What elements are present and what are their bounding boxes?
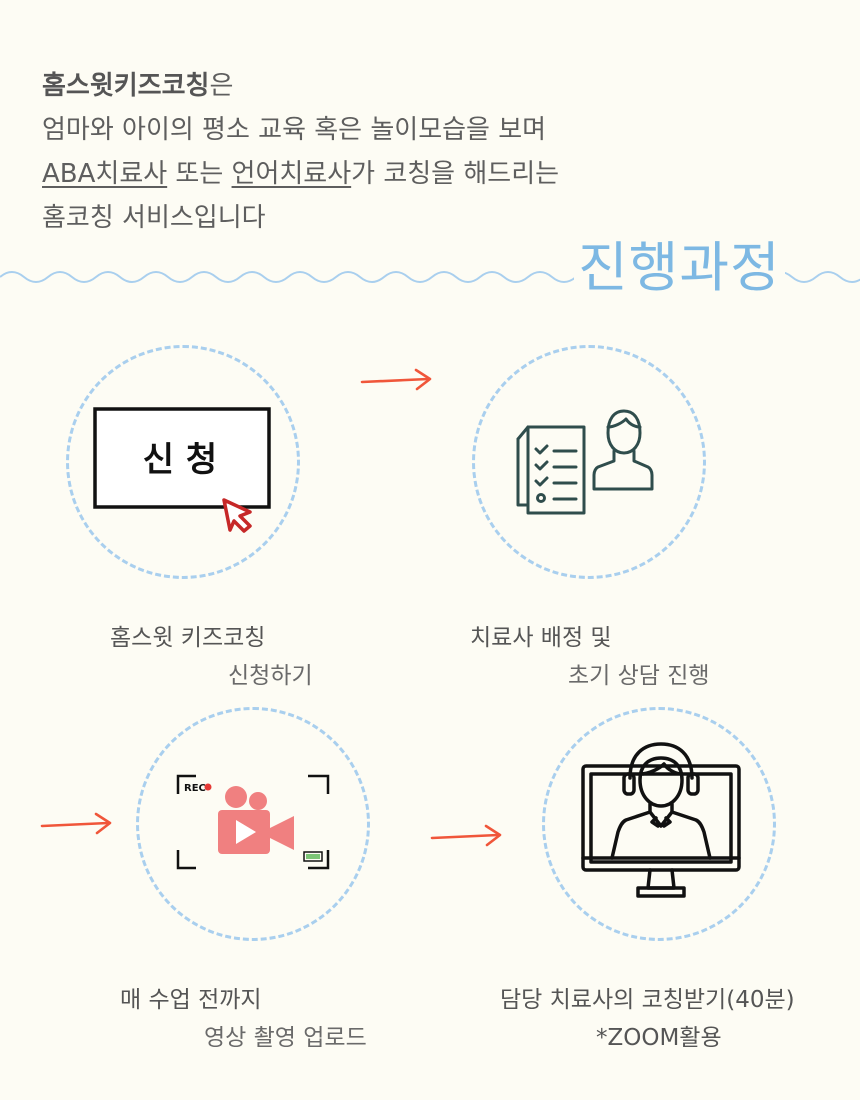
step-3-circle (136, 707, 370, 941)
checklist-therapist-icon (516, 409, 654, 515)
step-4-circle (542, 707, 776, 941)
intro-text: 홈스윗키즈코칭은 엄마와 아이의 평소 교육 혹은 놀이모습을 보며 ABA치료… (42, 64, 559, 240)
intro-line-3-rest: 가 코칭을 해드리는 (351, 159, 560, 189)
apply-window-cursor-icon: 신 청 (93, 407, 271, 533)
arrow-right-icon (430, 824, 502, 847)
arrow-right-icon (40, 812, 112, 835)
section-title: 진행과정 (574, 230, 785, 306)
intro-line-2: 엄마와 아이의 평소 교육 혹은 놀이모습을 보며 (42, 115, 547, 145)
step-4-caption-2: *ZOOM활용 (596, 1025, 722, 1051)
step-3-caption-2: 영상 촬영 업로드 (204, 1025, 367, 1051)
arrow-right-icon (360, 368, 432, 391)
intro-line-3: ABA치료사 또는 언어치료사가 코칭을 해드리는 (42, 152, 559, 196)
video-recording-icon: REC (176, 774, 330, 870)
step-2-circle (472, 345, 706, 579)
speech-therapist-text: 언어치료사 (231, 159, 352, 189)
rec-label: REC (184, 783, 206, 794)
brand-name: 홈스윗키즈코칭 (42, 71, 210, 101)
intro-line-1-rest: 은 (209, 71, 234, 101)
step-1-circle (66, 345, 300, 579)
aba-therapist-text: ABA치료사 (42, 159, 168, 189)
step-4-caption-1: 담당 치료사의 코칭받기(40분) (500, 987, 795, 1013)
step-1-caption-2: 신청하기 (228, 663, 313, 689)
apply-icon-text: 신 청 (143, 440, 217, 480)
intro-line-1: 홈스윗키즈코칭은 (42, 64, 559, 108)
step-3-caption-1: 매 수업 전까지 (120, 987, 262, 1013)
step-2-caption-2: 초기 상담 진행 (568, 663, 710, 689)
online-coaching-monitor-icon (581, 742, 741, 898)
intro-line-3-mid: 또는 (167, 159, 232, 189)
intro-line-4: 홈코칭 서비스입니다 (42, 203, 266, 233)
step-2-caption-1: 치료사 배정 및 (470, 625, 612, 651)
step-1-caption-1: 홈스윗 키즈코칭 (110, 625, 266, 651)
